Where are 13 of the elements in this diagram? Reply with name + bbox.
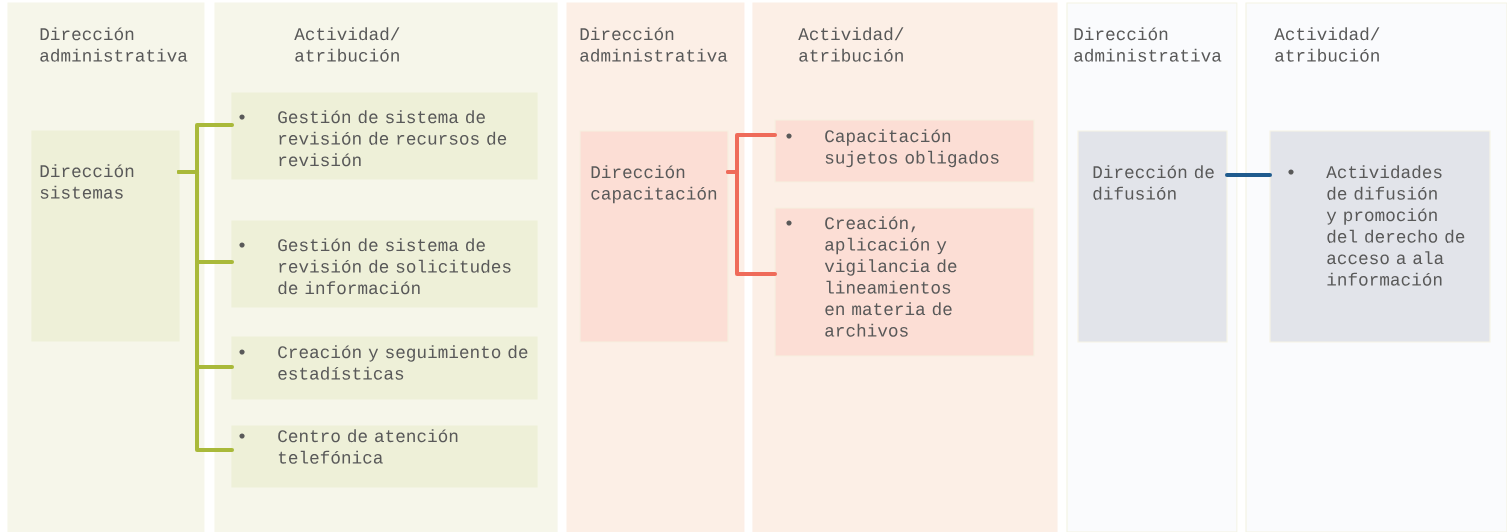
activity-box: Gestión de sistema de revisión de solicitudes de información [231,220,538,308]
connector-line [1225,173,1272,177]
unit-box: Dirección sistemas [31,130,180,342]
activity-box: Actividades de difusión y promoción del derecho de acceso a ala información [1269,130,1491,343]
activity-box: Gestión de sistema de revisión de recursos de revisión [231,92,538,180]
activity-box: Creación y seguimiento de estadísticas [231,336,538,400]
connector-line [726,170,777,276]
activity-box: Creación, aplicación y vigilancia de lineamientos en materia de archivos [774,207,1035,357]
unit-box: Dirección de difusión [1077,130,1228,343]
connector-line [177,170,234,452]
activity-box: Centro de atención telefónica [231,425,538,488]
activity-box: Capacitación sujetos obligados [774,119,1035,183]
unit-box: Dirección capacitación [579,130,729,343]
